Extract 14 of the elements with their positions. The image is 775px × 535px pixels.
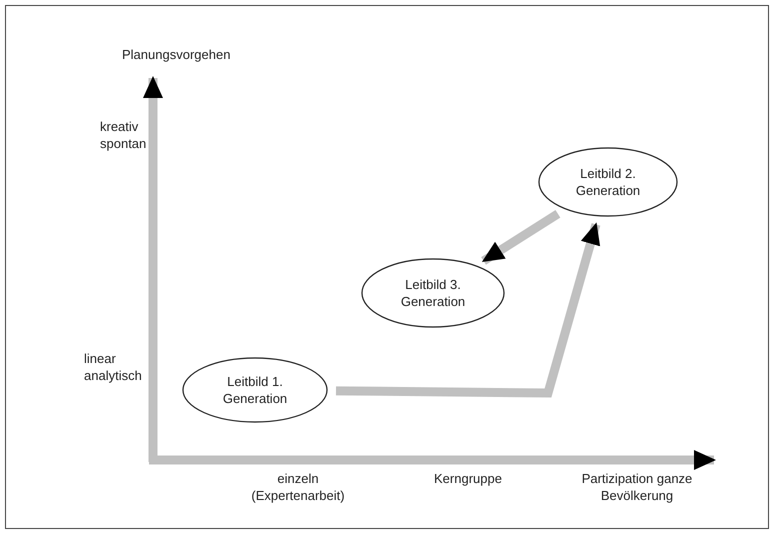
- ellipse-node: [361, 258, 505, 328]
- axis-label: Kerngruppe: [433, 470, 503, 487]
- node-text: Leitbild 2. Generation: [574, 165, 642, 199]
- node-text: Leitbild 1. Generation: [222, 373, 288, 407]
- ellipse-node: [538, 147, 678, 217]
- arrow: [336, 222, 600, 398]
- axis-label: einzeln (Expertenarbeit): [250, 470, 346, 504]
- node-text: Leitbild 3. Generation: [400, 276, 466, 310]
- axis-label: linear analytisch: [84, 350, 143, 384]
- axis-label: kreativ spontan: [100, 118, 148, 152]
- axis-label: Partizipation ganze Bevölkerung: [580, 470, 694, 504]
- ellipse-node: [182, 357, 328, 423]
- arrow: [481, 210, 560, 265]
- axis-label: Planungsvorgehen: [122, 46, 230, 63]
